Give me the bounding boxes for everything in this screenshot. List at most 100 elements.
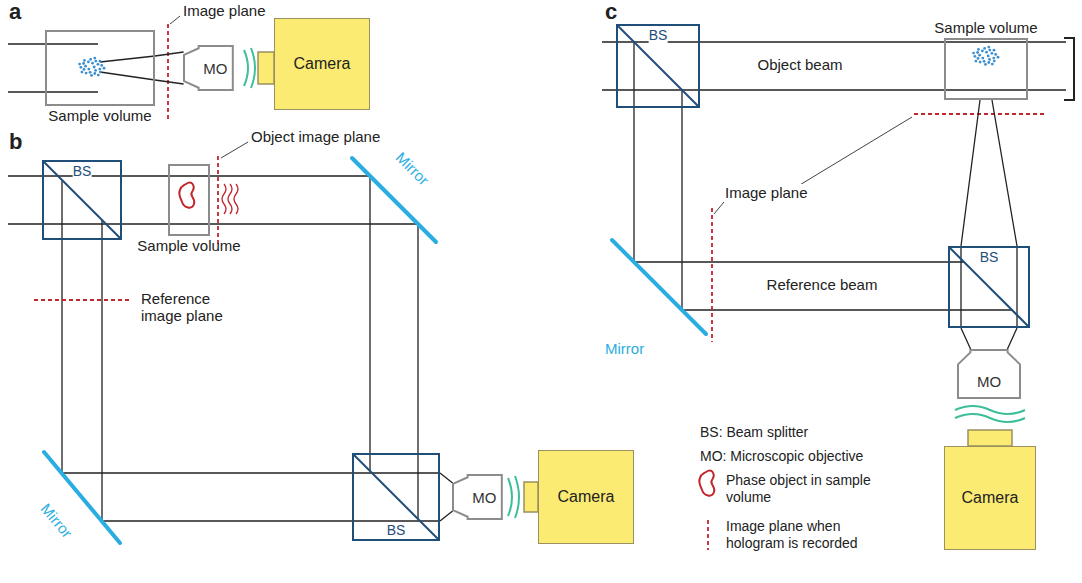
leader-line bbox=[798, 117, 912, 186]
particle bbox=[103, 67, 106, 70]
annotation-label: Image plane bbox=[724, 184, 809, 201]
particle bbox=[981, 50, 984, 53]
legend-phase-object bbox=[699, 471, 714, 496]
camera-mount bbox=[258, 52, 274, 84]
light-beam bbox=[8, 44, 155, 92]
particle bbox=[972, 52, 975, 55]
legend-text: BS: Beam splitter bbox=[700, 424, 808, 441]
phase-wavefront bbox=[222, 184, 238, 214]
annotation-label: Reference beam bbox=[766, 276, 879, 293]
camera-box: Camera bbox=[944, 446, 1036, 550]
particle bbox=[987, 55, 990, 58]
beam-splitter: BS bbox=[616, 24, 700, 108]
light-beam bbox=[122, 176, 168, 224]
beam-splitter: BS bbox=[948, 246, 1030, 328]
beam-splitter-label: BS bbox=[387, 522, 406, 538]
sample-volume: Sample volume bbox=[944, 38, 1028, 100]
image-plane bbox=[34, 299, 132, 301]
mirror bbox=[612, 240, 706, 334]
legend-sample-line bbox=[707, 520, 709, 550]
particle bbox=[85, 72, 88, 75]
annotation-label: Image plane bbox=[182, 2, 267, 19]
legend-text: Image plane when hologram is recorded bbox=[726, 518, 896, 552]
particle bbox=[979, 61, 982, 64]
panel-letter: a bbox=[8, 0, 22, 24]
particle bbox=[89, 58, 92, 61]
particle bbox=[994, 53, 997, 56]
annotation-label: Object beam bbox=[756, 56, 843, 73]
particle bbox=[93, 66, 96, 69]
particle bbox=[99, 71, 102, 74]
particle bbox=[975, 60, 978, 63]
sample-label: Sample volume bbox=[137, 237, 240, 254]
particle bbox=[993, 60, 996, 63]
phase-object bbox=[179, 183, 194, 208]
image-plane bbox=[914, 113, 1046, 115]
microscope-objective: MO bbox=[184, 46, 233, 90]
particle bbox=[977, 57, 980, 60]
particle bbox=[988, 49, 991, 52]
particle bbox=[991, 52, 994, 55]
panel-letter: b bbox=[8, 130, 23, 154]
wavefront bbox=[508, 476, 519, 518]
camera-mount bbox=[524, 482, 538, 512]
objective-outline bbox=[184, 46, 233, 90]
sample-label: Sample volume bbox=[934, 19, 1037, 36]
light-beam bbox=[8, 176, 418, 519]
particle bbox=[993, 49, 996, 52]
splitter-diagonal bbox=[618, 26, 698, 106]
particle bbox=[90, 74, 93, 77]
microscope-objective-label: MO bbox=[472, 489, 496, 506]
microscope-objective-label: MO bbox=[977, 373, 1001, 390]
microscope-objective: MO bbox=[453, 475, 502, 519]
particle bbox=[97, 74, 100, 77]
mirror-label: Mirror bbox=[37, 499, 76, 541]
particle bbox=[100, 64, 103, 67]
particle bbox=[976, 51, 979, 54]
camera-box: Camera bbox=[274, 18, 370, 110]
light-beam bbox=[961, 328, 1017, 350]
particle bbox=[987, 61, 990, 64]
sample-label: Sample volume bbox=[48, 107, 151, 124]
image-plane bbox=[167, 24, 169, 120]
particle bbox=[983, 47, 986, 50]
particle-cloud bbox=[78, 57, 105, 77]
light-beam bbox=[961, 100, 1017, 246]
particle bbox=[97, 63, 100, 66]
image-plane bbox=[711, 208, 713, 342]
particle bbox=[93, 72, 96, 75]
light-beam bbox=[440, 473, 453, 521]
particle bbox=[87, 61, 90, 64]
image-plane bbox=[217, 156, 219, 246]
particle bbox=[974, 55, 977, 58]
beam-splitter-label: BS bbox=[73, 163, 92, 179]
leader-line bbox=[221, 142, 248, 158]
particle bbox=[83, 68, 86, 71]
particle bbox=[992, 57, 995, 60]
beam-splitter: BS bbox=[42, 160, 122, 240]
light-beam bbox=[62, 180, 440, 522]
leader-line bbox=[714, 202, 724, 214]
particle bbox=[988, 58, 991, 61]
microscope-objective: MO bbox=[958, 350, 1020, 398]
mirror-label: Mirror bbox=[392, 148, 433, 189]
light-beam bbox=[155, 52, 184, 84]
particle bbox=[978, 54, 981, 57]
legend-text: Phase object in sample volume bbox=[726, 472, 876, 506]
light-beam bbox=[602, 42, 1066, 90]
panel-letter: c bbox=[604, 0, 618, 24]
camera-box: Camera bbox=[538, 450, 634, 544]
particle bbox=[87, 68, 90, 71]
splitter-diagonal bbox=[354, 455, 438, 539]
particle bbox=[80, 66, 83, 69]
particle bbox=[83, 59, 86, 62]
splitter-diagonal bbox=[44, 162, 120, 238]
particle bbox=[82, 62, 85, 65]
particle bbox=[78, 63, 81, 66]
particle bbox=[99, 60, 102, 63]
particle bbox=[983, 60, 986, 63]
beam-splitter-label: BS bbox=[980, 249, 999, 265]
particle-cloud bbox=[972, 46, 999, 66]
particle bbox=[94, 69, 97, 72]
